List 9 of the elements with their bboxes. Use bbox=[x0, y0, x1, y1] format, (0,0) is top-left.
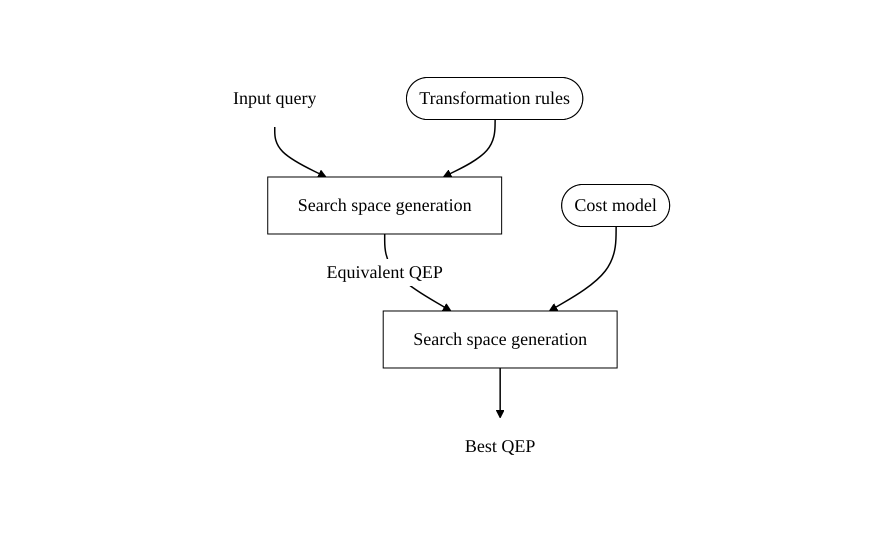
node-text: Best QEP bbox=[465, 435, 536, 456]
edge-label: Equivalent QEP bbox=[326, 261, 444, 282]
node-box: Search space generation bbox=[382, 310, 618, 368]
arrow bbox=[274, 126, 327, 177]
node-box: Search space generation bbox=[267, 176, 502, 234]
arrow bbox=[549, 226, 618, 311]
arrow bbox=[496, 368, 505, 418]
node-text: Input query bbox=[233, 88, 317, 108]
arrow bbox=[443, 119, 496, 177]
